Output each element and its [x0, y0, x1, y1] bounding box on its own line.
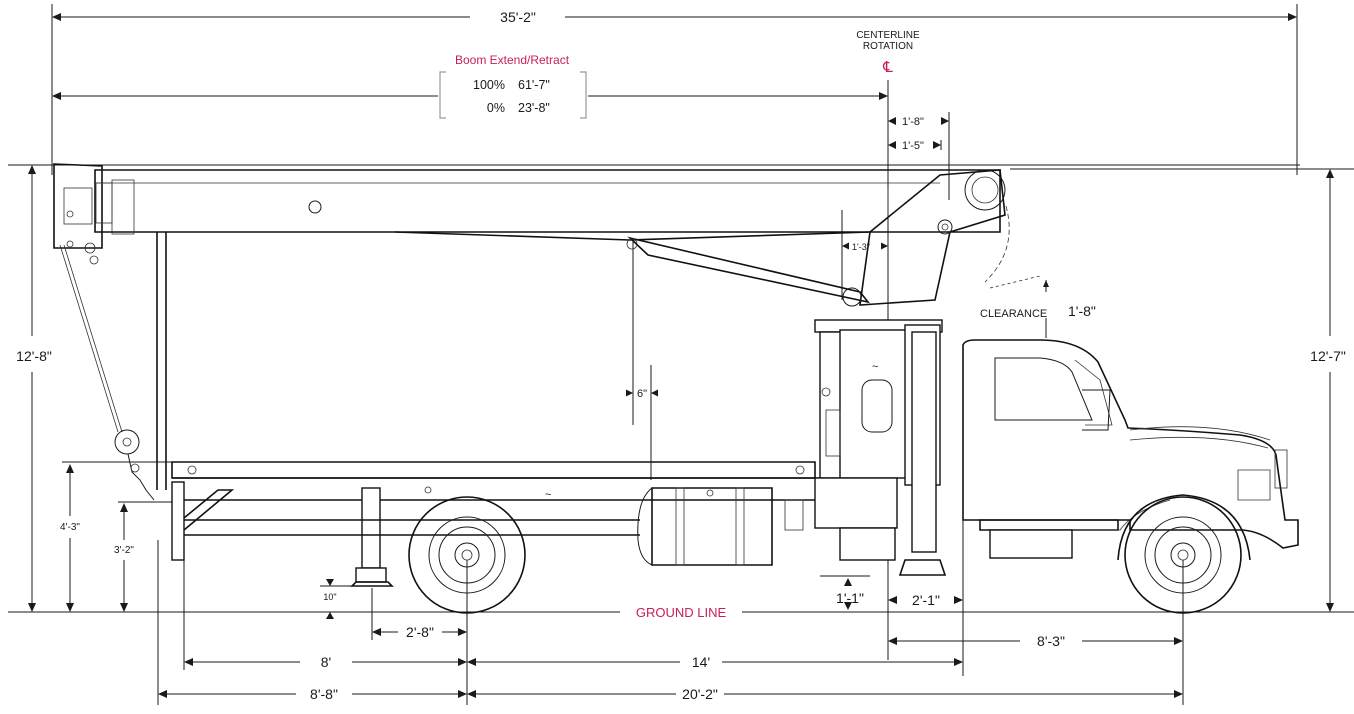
fuel-tank: [637, 487, 804, 566]
dim-1-1: 1'-1": [836, 590, 864, 606]
boom-extend-title: Boom Extend/Retract: [455, 53, 570, 67]
rotation-label: ROTATION: [863, 41, 913, 52]
six-inch-dimension: 6": [626, 240, 658, 480]
dim-6: 6": [637, 388, 647, 400]
h-3-2: 3'-2": [114, 545, 134, 556]
centerline-label: CENTERLINE: [856, 30, 920, 41]
front-wheel: [1117, 494, 1251, 614]
overall-length-label: 35'-2": [500, 9, 536, 25]
pivot-offset-dimensions: 1'-8" 1'-5" 1'-3": [841, 112, 950, 300]
pad-10: 10": [323, 592, 336, 602]
h-4-3: 4'-3": [60, 522, 80, 533]
centerline-symbol: ℄: [882, 59, 893, 76]
clearance-callout: CLEARANCE 1'-8": [980, 280, 1096, 338]
boom-100-val: 61'-7": [518, 78, 550, 92]
crane-turret: ~: [814, 319, 947, 576]
ground-line: GROUND LINE: [8, 605, 1354, 620]
rear-wheel: [408, 496, 526, 614]
hoist-cable-hook: [59, 232, 167, 501]
truck-bed: ~: [171, 461, 821, 587]
clearance-label: CLEARANCE: [980, 308, 1047, 320]
ground-line-label: GROUND LINE: [636, 605, 727, 620]
squiggle-mark: ~: [545, 489, 551, 501]
boom-extend-retract-callout: Boom Extend/Retract 100% 61'-7" 0% 23'-8…: [52, 53, 888, 119]
dim-14: 14': [692, 654, 710, 670]
bottom-dimensions: 10" 2'-8" 1'-1" 2'-1" 8' 14' 8: [157, 520, 1184, 705]
left-height-label: 12'-8": [16, 348, 52, 364]
dim-1-5-top: 1'-5": [902, 140, 924, 152]
dim-8-3: 8'-3": [1037, 633, 1065, 649]
turret-mark: ~: [872, 361, 878, 373]
boom-0-val: 23'-8": [518, 101, 550, 115]
truck-cab: [962, 339, 1299, 559]
height-dimensions: 12'-8" 12'-7" 4'-3" 3'-2": [8, 164, 1354, 612]
dim-20-2: 20'-2": [682, 686, 718, 702]
clearance-value: 1'-8": [1068, 303, 1096, 319]
dim-1-3: 1'-3": [852, 242, 870, 252]
right-height-label: 12'-7": [1310, 348, 1346, 364]
boom-0-pct: 0%: [487, 101, 505, 115]
dim-8-8: 8'-8": [310, 686, 338, 702]
dim-8: 8': [321, 654, 331, 670]
overall-length-dimension: 35'-2": [51, 4, 1298, 175]
dim-2-1: 2'-1": [912, 592, 940, 608]
dim-1-8-top: 1'-8": [902, 116, 924, 128]
boom-100-pct: 100%: [473, 78, 505, 92]
crane-boom: [53, 163, 1041, 307]
dim-2-8: 2'-8": [406, 624, 434, 640]
